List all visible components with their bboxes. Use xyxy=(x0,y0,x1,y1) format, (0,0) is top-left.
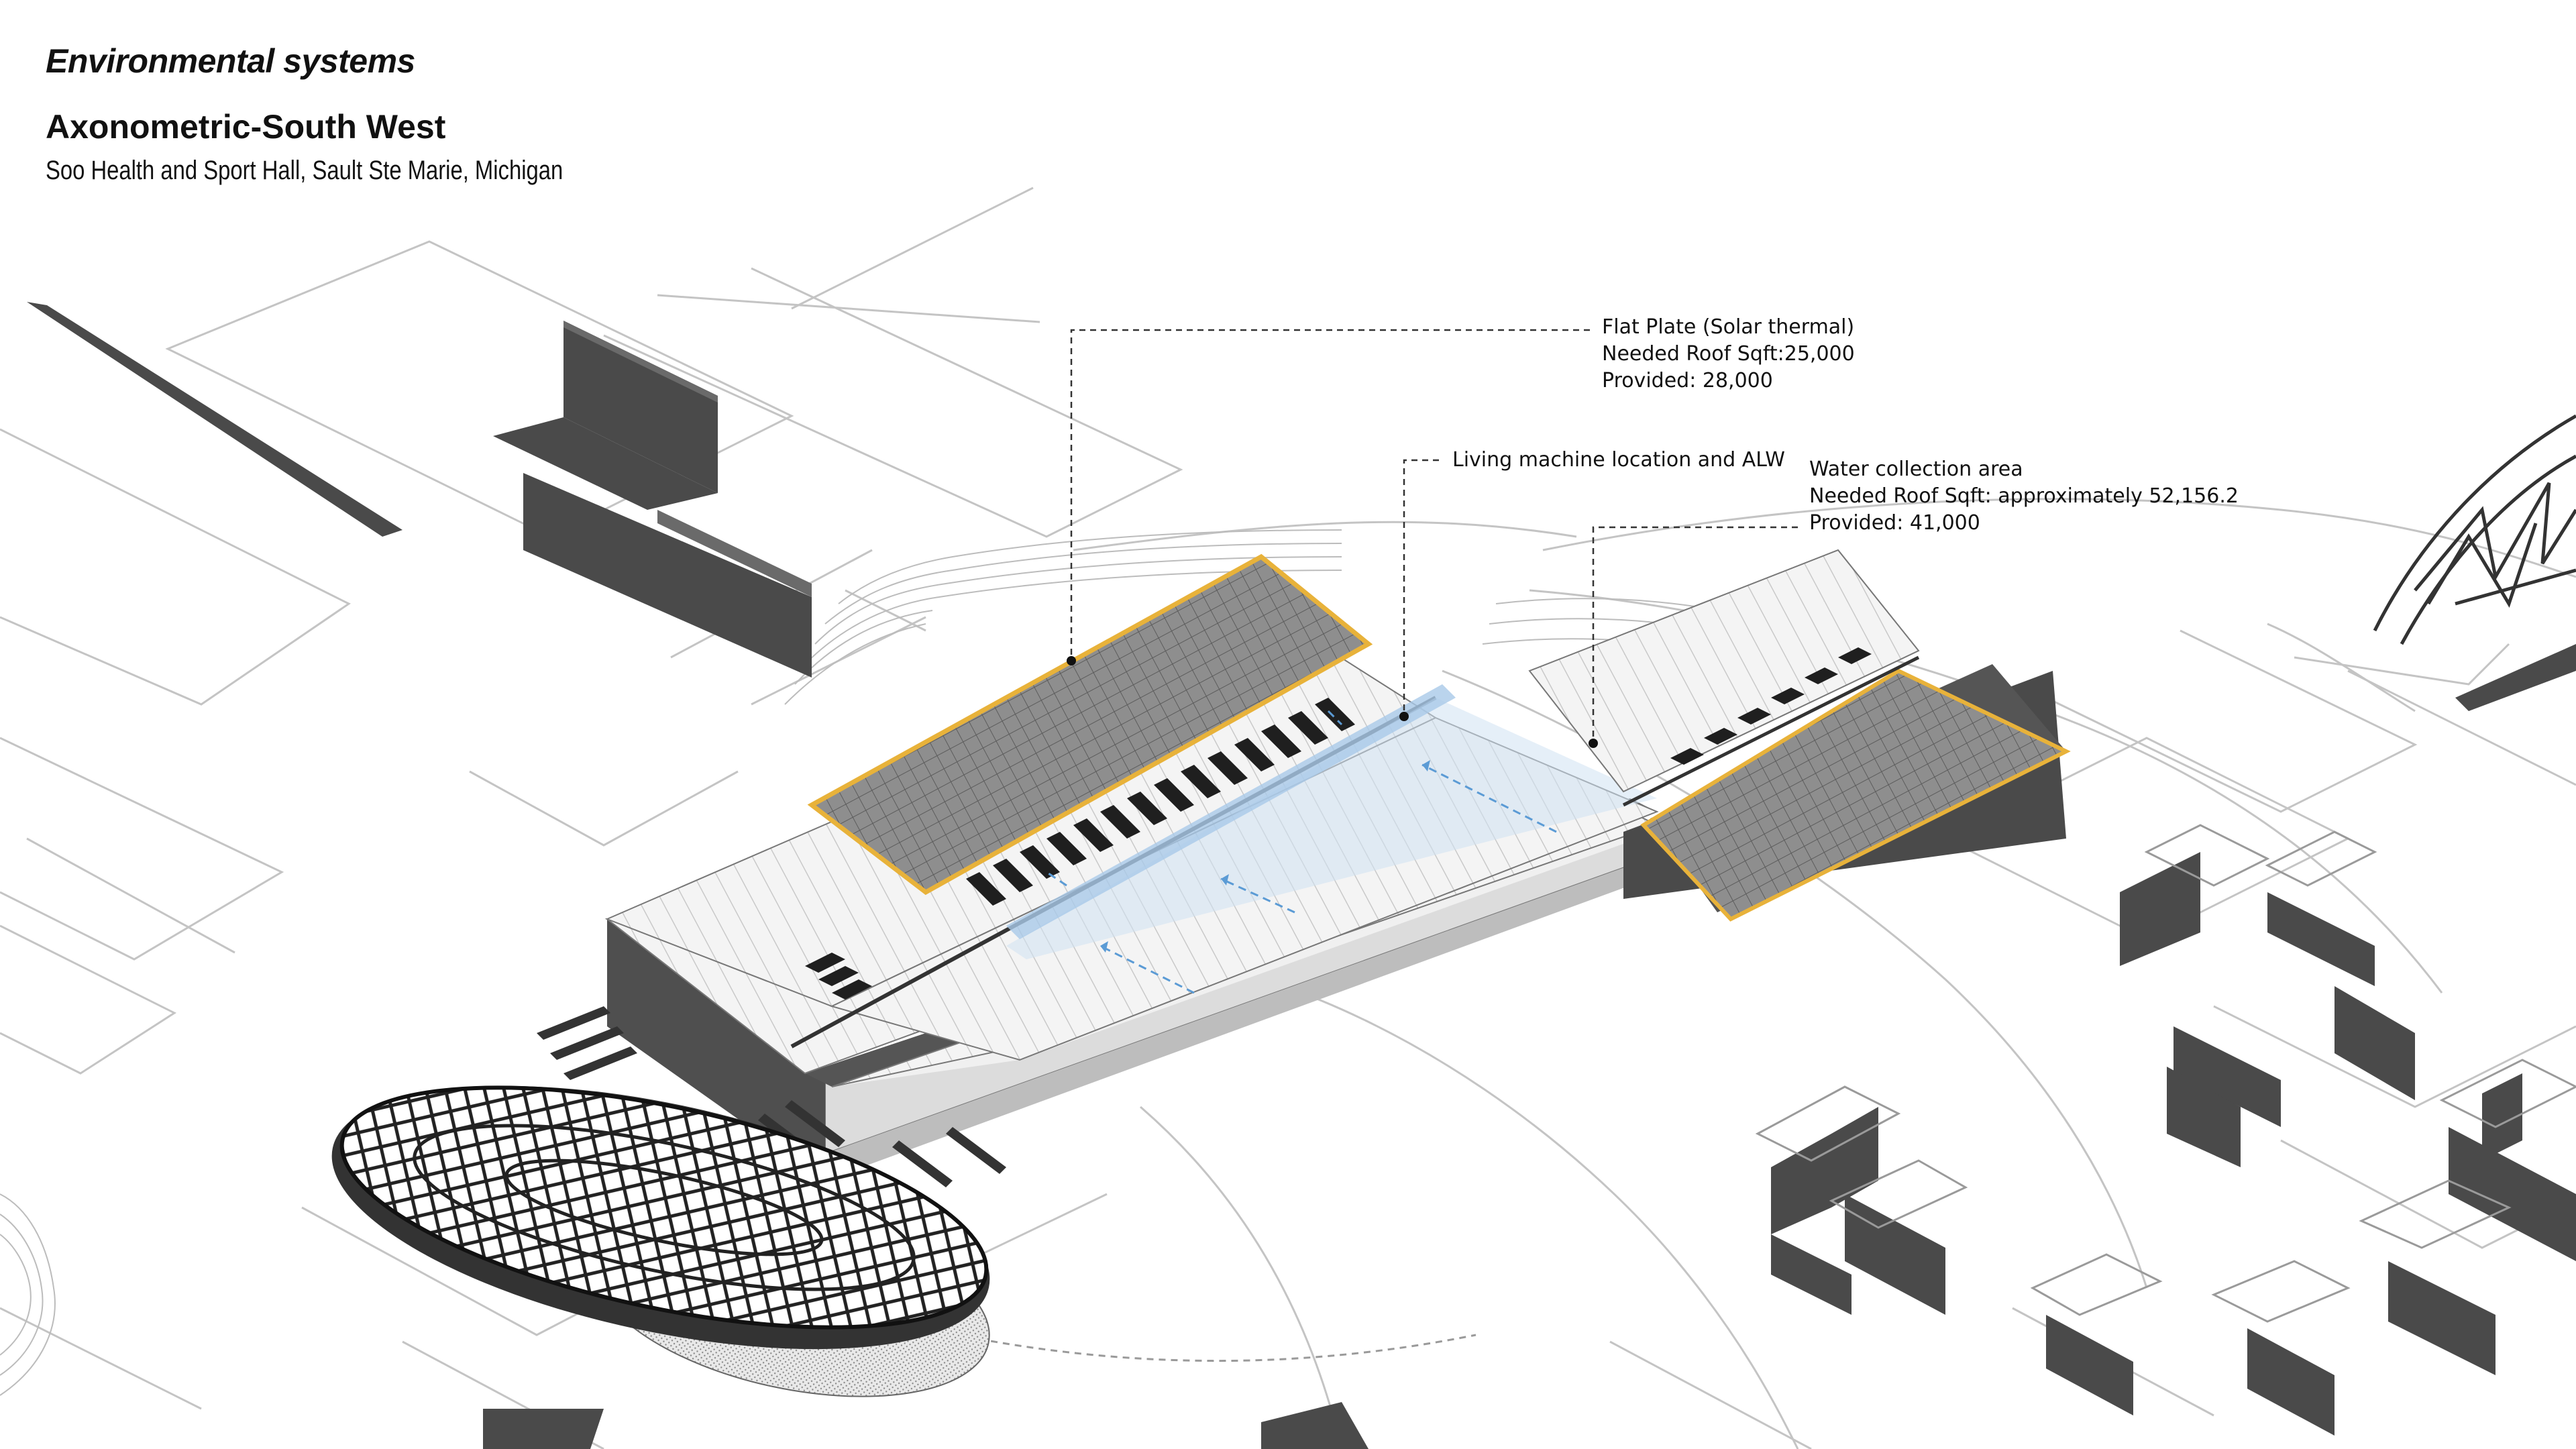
callout-solar-thermal: Flat Plate (Solar thermal) Needed Roof S… xyxy=(1602,314,1855,394)
east-wing xyxy=(1528,549,2071,922)
context-buildings xyxy=(27,302,2576,1449)
callout-solar-needed: Needed Roof Sqft:25,000 xyxy=(1602,342,1855,366)
callout-solar-title: Flat Plate (Solar thermal) xyxy=(1602,315,1855,339)
callout-living-machine: Living machine location and ALW xyxy=(1452,447,1785,474)
leader-dots xyxy=(1067,656,1598,748)
callout-solar-provided: Provided: 28,000 xyxy=(1602,369,1773,392)
bridge-deck-shadow xyxy=(2455,644,2576,711)
callout-water-title: Water collection area xyxy=(1809,458,2023,481)
section-title: Environmental systems xyxy=(46,42,415,80)
glazed-dome xyxy=(331,1085,990,1397)
project-subtitle: Soo Health and Sport Hall, Sault Ste Mar… xyxy=(46,156,564,185)
callout-living-title: Living machine location and ALW xyxy=(1452,448,1785,472)
east-solar-panels xyxy=(1640,668,2071,922)
bridge-truss xyxy=(2373,414,2576,645)
water-collection-area xyxy=(1006,698,1657,959)
callout-water-collection: Water collection area Needed Roof Sqft: … xyxy=(1809,456,2239,537)
callout-water-provided: Provided: 41,000 xyxy=(1809,511,1980,535)
main-building xyxy=(537,553,1659,1187)
view-title: Axonometric-South West xyxy=(46,108,446,146)
solar-thermal-panels xyxy=(807,553,1373,896)
callout-water-needed: Needed Roof Sqft: approximately 52,156.2 xyxy=(1809,484,2239,508)
callout-leaders xyxy=(1070,329,1798,743)
